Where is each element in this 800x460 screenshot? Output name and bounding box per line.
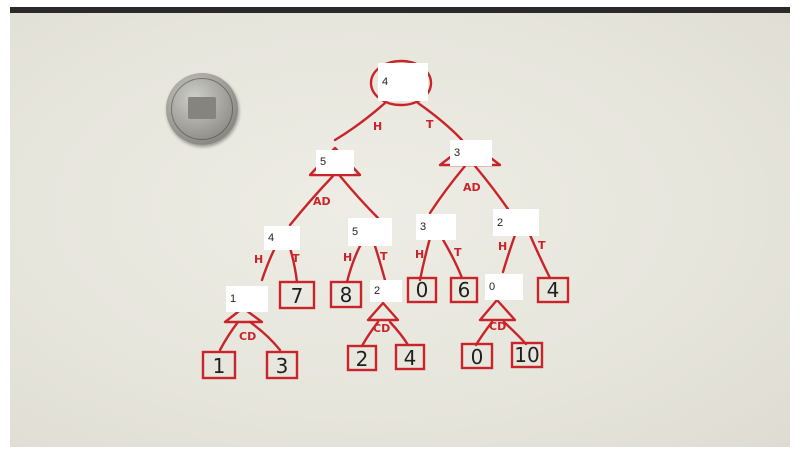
leaf-value-lll-c: 1 <box>213 354 226 378</box>
coin-face <box>188 97 216 119</box>
overlay-root: 4 <box>378 63 428 101</box>
overlay-lll: 1 <box>226 286 268 312</box>
edge-rr-h <box>501 233 517 274</box>
overlay-left: 5 <box>316 150 354 174</box>
edge-label-lr-h: H <box>343 251 352 264</box>
overlay-right-left: 3 <box>416 214 456 240</box>
edge-root-left <box>333 101 387 142</box>
edge-rr-t <box>528 233 552 280</box>
edge-lrr-d <box>388 320 410 347</box>
edge-right-right <box>473 164 512 214</box>
leaf-value-rrl-c: 0 <box>471 345 484 369</box>
leaf-value-lrr-c: 2 <box>356 347 369 371</box>
leaf-box-lrr-d <box>394 343 426 371</box>
edge-label-rrl-split: CD <box>489 320 506 333</box>
leaf-value-ll-t: 7 <box>291 284 304 308</box>
coin-rim <box>171 78 233 140</box>
edge-ll-h <box>260 246 277 282</box>
edge-label-rr-t: T <box>538 239 546 252</box>
leaf-value-rr-t: 4 <box>547 278 560 302</box>
edge-label-ll-h: H <box>254 253 263 266</box>
overlay-left-right: 5 <box>348 218 392 246</box>
top-bar <box>10 7 790 13</box>
edge-label-lrr-split: CD <box>373 322 390 335</box>
edge-lr-t <box>373 244 387 282</box>
edge-lll-d <box>248 320 282 352</box>
overlay-right: 3 <box>450 140 492 166</box>
edge-right-left <box>428 164 467 215</box>
edge-rl-h <box>418 236 432 282</box>
edge-label-right-split: AD <box>463 181 481 194</box>
leaf-box-rrl-c <box>460 342 494 370</box>
overlay-lrr: 2 <box>370 280 402 302</box>
edge-left-left <box>288 174 335 227</box>
edge-lrr-c <box>360 320 380 348</box>
leaf-box-rl-h <box>406 276 438 304</box>
edge-rl-t <box>440 236 464 280</box>
leaf-value-lr-h: 8 <box>340 283 353 307</box>
edge-rrl-d <box>502 320 528 346</box>
leaf-value-rl-t: 6 <box>458 278 471 302</box>
leaf-value-rrl-d: 10 <box>514 343 539 367</box>
edge-ll-t <box>288 246 299 284</box>
leaf-box-rl-t <box>449 276 479 304</box>
edge-label-ll-t: T <box>292 252 300 265</box>
coin-image <box>166 73 238 145</box>
overlay-rrl: 0 <box>485 274 523 300</box>
leaf-box-lll-c <box>201 350 237 380</box>
edge-label-root-left: H <box>373 120 382 133</box>
edge-label-rr-h: H <box>498 240 507 253</box>
edge-label-lr-t: T <box>380 250 388 263</box>
edge-label-lll-split: CD <box>239 330 256 343</box>
leaf-value-lll-d: 3 <box>276 354 289 378</box>
edge-lr-h <box>345 244 362 284</box>
leaf-box-lrr-c <box>346 344 378 372</box>
lll-node-triangle <box>223 306 264 324</box>
edge-left-right <box>338 174 380 220</box>
leaf-box-lll-d <box>265 350 299 380</box>
leaf-box-rrl-d <box>510 341 544 369</box>
edge-label-root-right: T <box>426 118 434 131</box>
leaf-box-lr-h <box>329 280 363 309</box>
leaf-value-lrr-d: 4 <box>404 346 417 370</box>
edge-root-right <box>416 101 464 142</box>
root-node-circle <box>369 59 433 107</box>
overlay-right-right: 2 <box>493 209 539 236</box>
lrr-node-triangle <box>366 301 400 322</box>
leaf-box-ll-t <box>278 280 316 310</box>
edge-label-rl-h: H <box>415 248 424 261</box>
rrl-node-triangle <box>478 298 517 322</box>
overlay-left-left: 4 <box>264 226 300 250</box>
leaf-value-rl-h: 0 <box>416 278 429 302</box>
edge-label-left-split: AD <box>313 195 331 208</box>
leaf-box-rr-t <box>536 276 570 304</box>
edge-label-rl-t: T <box>454 246 462 259</box>
edge-lll-c <box>218 320 240 352</box>
